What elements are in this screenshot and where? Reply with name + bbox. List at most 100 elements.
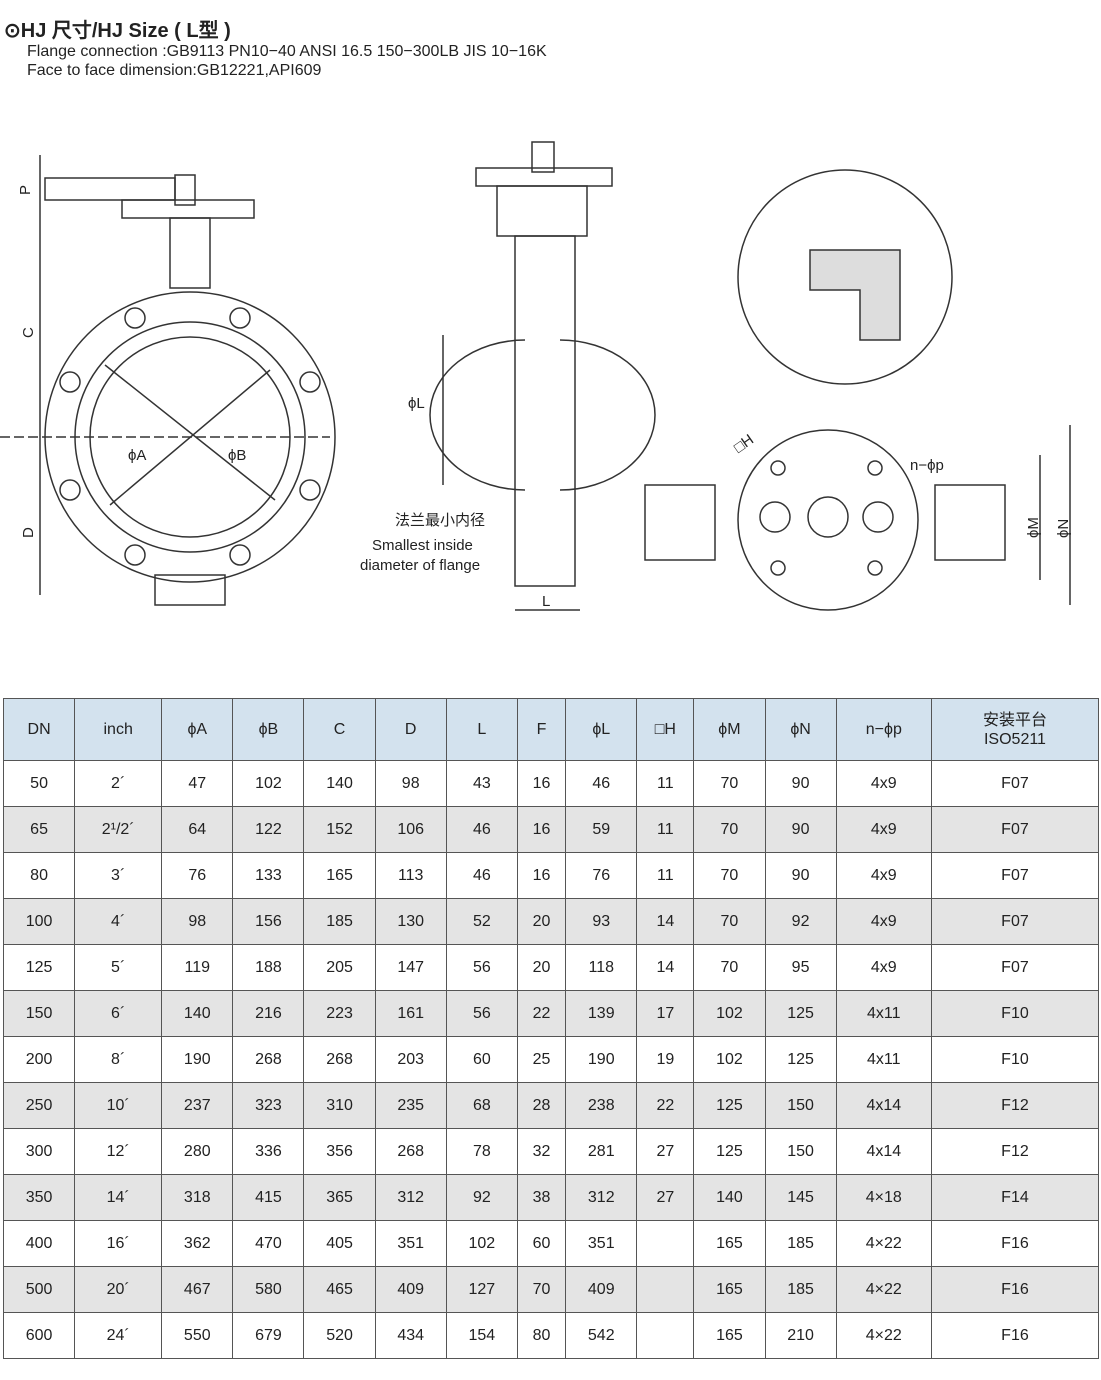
table-cell: 60 xyxy=(445,1036,518,1083)
table-cell: 152 xyxy=(303,806,376,853)
table-cell: 145 xyxy=(764,1174,837,1221)
table-cell: 118 xyxy=(565,944,638,991)
table-cell: F16 xyxy=(930,1312,1100,1359)
table-cell: 500 xyxy=(2,1266,76,1313)
table-cell: 14´ xyxy=(74,1174,163,1221)
table-cell: 90 xyxy=(764,852,837,899)
table-cell: 50 xyxy=(2,760,76,807)
column-header: 安装平台 ISO5211 xyxy=(930,698,1100,761)
table-cell: 216 xyxy=(232,990,305,1037)
table-cell: 400 xyxy=(2,1220,76,1267)
table-cell: 679 xyxy=(232,1312,305,1359)
table-cell: 17 xyxy=(636,990,695,1037)
table-cell xyxy=(636,1266,695,1313)
table-cell: 467 xyxy=(161,1266,234,1313)
column-header: L xyxy=(445,698,518,761)
label-phi-l: ϕL xyxy=(408,395,425,412)
table-cell: 362 xyxy=(161,1220,234,1267)
table-cell: F14 xyxy=(930,1174,1100,1221)
label-a: ϕA xyxy=(128,447,146,464)
table-cell: 409 xyxy=(565,1266,638,1313)
table-cell: 356 xyxy=(303,1128,376,1175)
table-cell: 312 xyxy=(565,1174,638,1221)
table-cell: 4x11 xyxy=(835,990,932,1037)
table-cell: 150 xyxy=(2,990,76,1037)
label-en1: Smallest inside xyxy=(372,537,473,554)
table-cell: 415 xyxy=(232,1174,305,1221)
table-cell: 98 xyxy=(161,898,234,945)
table-cell: 350 xyxy=(2,1174,76,1221)
table-cell: 60 xyxy=(516,1220,567,1267)
column-header: DN xyxy=(2,698,76,761)
table-cell: 150 xyxy=(764,1082,837,1129)
table-cell: 8´ xyxy=(74,1036,163,1083)
table-cell: 100 xyxy=(2,898,76,945)
table-cell: 92 xyxy=(764,898,837,945)
table-cell: 542 xyxy=(565,1312,638,1359)
table-cell: 16 xyxy=(516,852,567,899)
table-cell: 12´ xyxy=(74,1128,163,1175)
table-cell: 165 xyxy=(303,852,376,899)
table-cell: 203 xyxy=(374,1036,447,1083)
table-cell: 102 xyxy=(693,1036,766,1083)
table-cell: 14 xyxy=(636,944,695,991)
column-header: ϕB xyxy=(232,698,305,761)
table-cell: 600 xyxy=(2,1312,76,1359)
table-cell: 25 xyxy=(516,1036,567,1083)
table-cell: F10 xyxy=(930,990,1100,1037)
table-cell: 161 xyxy=(374,990,447,1037)
table-cell: 70 xyxy=(516,1266,567,1313)
table-cell: 4x9 xyxy=(835,898,932,945)
label-n: ϕN xyxy=(1055,519,1072,538)
table-cell: 280 xyxy=(161,1128,234,1175)
table-cell: 200 xyxy=(2,1036,76,1083)
table-cell: 5´ xyxy=(74,944,163,991)
table-cell: 4x14 xyxy=(835,1082,932,1129)
table-cell: 185 xyxy=(764,1220,837,1267)
table-cell: 4x9 xyxy=(835,760,932,807)
table-cell: 351 xyxy=(374,1220,447,1267)
column-header: C xyxy=(303,698,376,761)
table-cell: 47 xyxy=(161,760,234,807)
table-cell: 4×22 xyxy=(835,1220,932,1267)
table-cell: 140 xyxy=(303,760,376,807)
table-cell: F07 xyxy=(930,760,1100,807)
table-cell: 90 xyxy=(764,806,837,853)
table-cell: 125 xyxy=(764,1036,837,1083)
table-cell: 2´ xyxy=(74,760,163,807)
table-cell: 92 xyxy=(445,1174,518,1221)
label-m: ϕM xyxy=(1025,517,1042,538)
table-cell: 185 xyxy=(303,898,376,945)
table-cell: 80 xyxy=(516,1312,567,1359)
table-cell: 90 xyxy=(764,760,837,807)
table-cell: 4×22 xyxy=(835,1266,932,1313)
column-header: ϕL xyxy=(565,698,638,761)
table-cell: 52 xyxy=(445,898,518,945)
page-title: ⊙HJ 尺寸/HJ Size ( L型 ) xyxy=(4,20,231,42)
table-cell: 16 xyxy=(516,760,567,807)
column-header: inch xyxy=(74,698,163,761)
face-to-face-text: Face to face dimension:GB12221,API609 xyxy=(27,62,322,79)
table-cell: 130 xyxy=(374,898,447,945)
table-cell: 139 xyxy=(565,990,638,1037)
table-cell: 127 xyxy=(445,1266,518,1313)
table-cell: 6´ xyxy=(74,990,163,1037)
table-cell: 80 xyxy=(2,852,76,899)
table-cell: 38 xyxy=(516,1174,567,1221)
table-cell: 150 xyxy=(764,1128,837,1175)
table-cell: F07 xyxy=(930,852,1100,899)
table-cell: 68 xyxy=(445,1082,518,1129)
table-cell: 4×22 xyxy=(835,1312,932,1359)
table-cell: 46 xyxy=(445,806,518,853)
table-cell: F07 xyxy=(930,944,1100,991)
table-cell: 4×18 xyxy=(835,1174,932,1221)
table-cell: 65 xyxy=(2,806,76,853)
table-cell: 210 xyxy=(764,1312,837,1359)
table-cell: 4x9 xyxy=(835,944,932,991)
